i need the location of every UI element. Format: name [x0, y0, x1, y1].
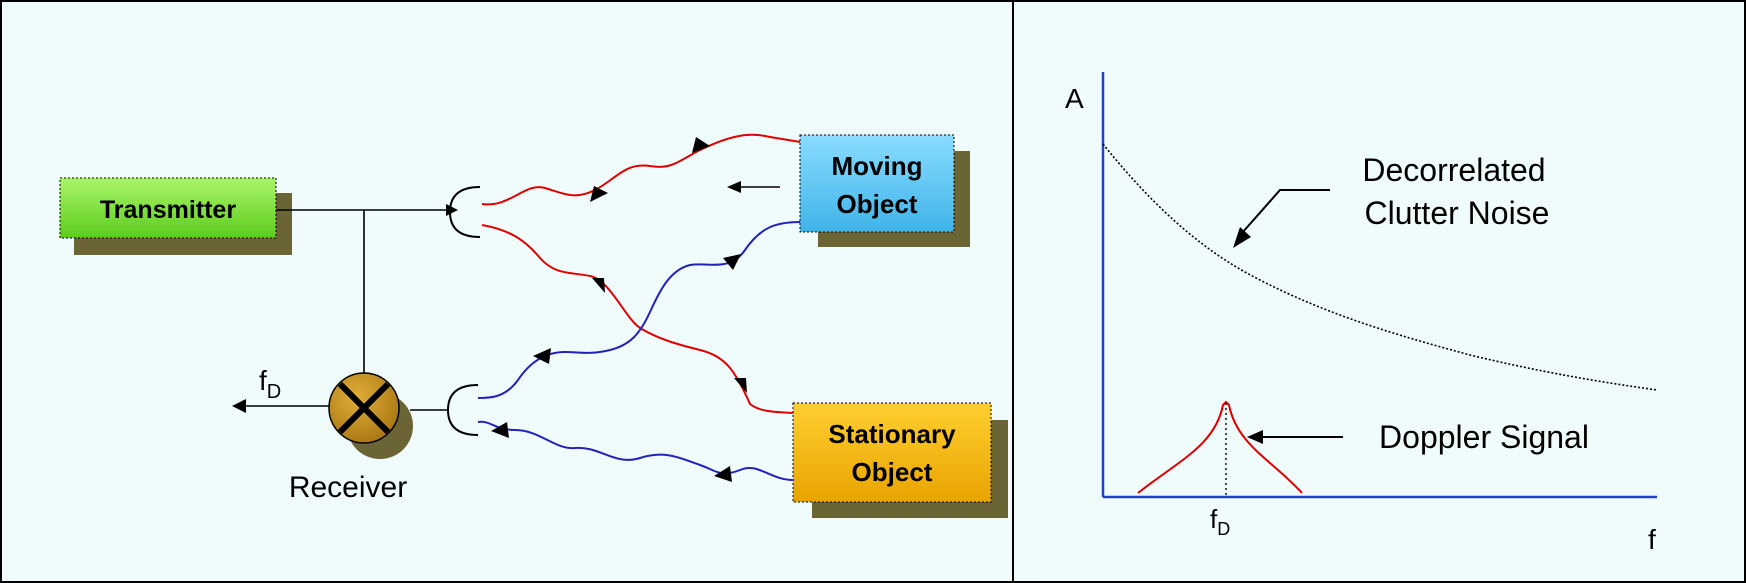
fd-tick-label: fD — [1210, 504, 1230, 539]
blue-wave-from-stationary-object — [477, 420, 794, 481]
motion-arrowhead — [727, 181, 741, 193]
output-arrowhead — [232, 399, 246, 413]
clutter-label-2: Clutter Noise — [1365, 195, 1550, 231]
clutter-label-1: Decorrelated — [1362, 152, 1545, 188]
output-frequency-label: fD — [259, 365, 281, 403]
x-axis-label: f — [1648, 524, 1656, 555]
blue-wave-from-moving-object — [477, 221, 801, 399]
blue-arrow-3 — [714, 466, 732, 482]
stationary-object-block: Stationary Object — [792, 402, 1008, 518]
blue-arrow-4 — [491, 422, 509, 438]
red-wave-to-moving-object — [481, 133, 801, 206]
stationary-object-label-2: Object — [852, 457, 933, 487]
red-arrow-2 — [692, 137, 710, 153]
red-arrow-4 — [734, 378, 747, 393]
clutter-pointer-arrowhead — [1233, 227, 1251, 248]
transmitter-block: Transmitter — [59, 177, 292, 255]
transmit-antenna-dish — [448, 186, 481, 238]
wave-arrowheads — [491, 137, 747, 482]
receiver-label: Receiver — [289, 471, 407, 504]
mixer-cross-b — [337, 381, 391, 435]
receiver-mixer — [328, 372, 413, 459]
clutter-noise-curve — [1102, 143, 1658, 391]
clutter-pointer-line — [1241, 189, 1330, 234]
moving-object-label-1: Moving — [832, 151, 923, 181]
red-arrow-1 — [590, 186, 608, 202]
moving-object-label-2: Object — [837, 189, 918, 219]
transmitter-feed-lines — [276, 209, 455, 380]
stationary-object-label-1: Stationary — [828, 419, 956, 449]
output-freq-sub: D — [267, 381, 281, 403]
fd-tick-main: f — [1210, 504, 1218, 534]
transmitter-label: Transmitter — [100, 196, 236, 224]
moving-object-box — [799, 134, 955, 233]
y-axis-label: A — [1065, 83, 1084, 114]
blue-arrow-1 — [723, 254, 741, 270]
transmitter-box — [59, 177, 277, 239]
red-arrow-3 — [592, 278, 605, 293]
fd-tick-sub: D — [1217, 519, 1230, 539]
doppler-signal-curve — [1137, 400, 1303, 494]
moving-object-block: Moving Object — [799, 134, 970, 247]
blue-arrow-2 — [533, 348, 551, 364]
red-wave-to-stationary-object — [481, 224, 794, 414]
tx-feed-arrowhead — [446, 204, 458, 216]
right-panel — [1012, 0, 1746, 583]
stationary-object-box — [792, 402, 992, 503]
doppler-signal-label: Doppler Signal — [1379, 419, 1589, 455]
doppler-pointer-arrowhead — [1247, 430, 1263, 444]
output-freq-main: f — [259, 365, 267, 396]
